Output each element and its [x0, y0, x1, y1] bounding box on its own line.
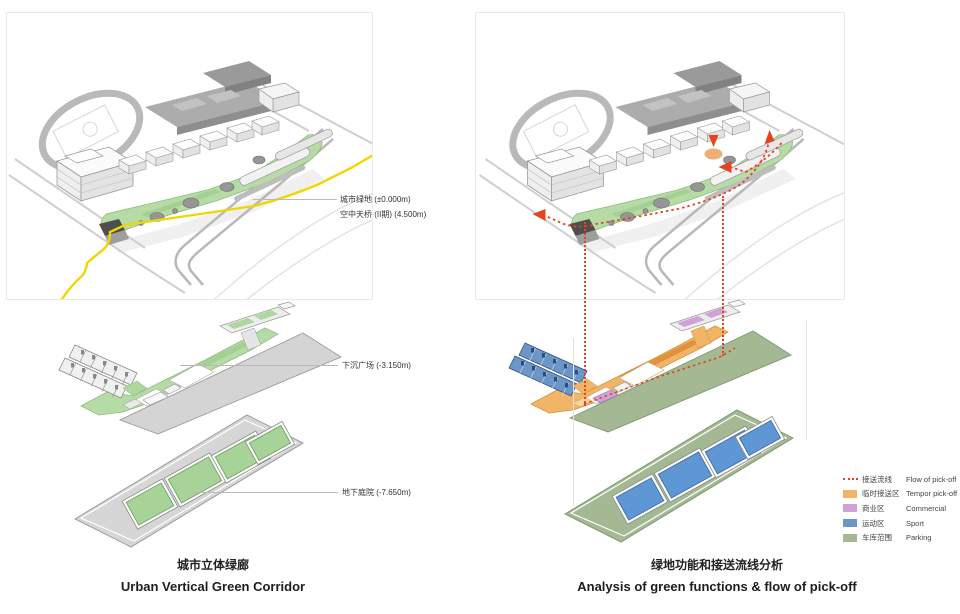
annotation-sky-bridge-line2: 空中天桥 (II期) (4.500m): [340, 210, 427, 219]
tree-canopies: [608, 155, 736, 226]
plaza-entrance: [99, 219, 129, 245]
legend-swatch-flow-dotted-line: [843, 478, 858, 481]
parking-extent-slab: [568, 330, 792, 433]
legend-row-sport: 运动区 Sport: [843, 516, 957, 531]
sport-courts-blue: [611, 415, 786, 525]
slab-rim: [79, 419, 298, 542]
leader-green-level: [253, 199, 337, 200]
tower-row: [588, 115, 751, 175]
annotation-sunken-plaza: 下沉广场 (-3.150m): [342, 361, 411, 370]
tower-row: [118, 115, 280, 175]
flow-lines: [543, 140, 783, 228]
legend-row-commercial: 商业区 Commercial: [843, 501, 957, 516]
sport-strips-blue: [508, 342, 598, 397]
pickoff-zone-orange: [530, 325, 729, 414]
dropoff-spot: [704, 148, 723, 160]
parking-strips: [58, 344, 148, 399]
left-title-zh: 城市立体绿廊: [176, 558, 249, 572]
school-building: [56, 146, 134, 202]
legend-label-en: Commercial: [906, 503, 947, 513]
slab-rim: [569, 414, 788, 537]
legend-label-en: Flow of pick-off: [906, 474, 957, 484]
legend-label-zh: 商业区: [862, 503, 885, 513]
site-axon-right: [478, 61, 844, 299]
wireframe-line: [573, 338, 574, 506]
sky-bridge-platforms: [234, 128, 333, 202]
legend-label-zh: 接送流线: [862, 474, 892, 484]
top-building-strip: [219, 301, 296, 351]
legend-label-zh: 运动区: [862, 518, 885, 528]
legend-row-parking: 车库范围 Parking: [843, 530, 957, 545]
annotation-green-level: 城市绿地 (±0.000m) 空中天桥 (II期) (4.500m): [340, 192, 426, 222]
right-title-en: Analysis of green functions & flow of pi…: [577, 579, 857, 594]
leader-underground-courtyard: [190, 492, 338, 493]
legend-label-zh: 车库范围: [862, 533, 892, 543]
legend: 接送流线 Flow of pick-off 临时接送区 Tempor pick-…: [843, 472, 957, 545]
annotation-underground-courtyard: 地下庭院 (-7.650m): [342, 488, 411, 497]
sunken-plaza-plan-left: [58, 301, 342, 435]
right-title-zh: 绿地功能和接送流线分析: [650, 558, 783, 572]
function-zoning-plan: [508, 299, 792, 433]
flow-arrowheads: [532, 130, 775, 221]
flow-connector-right: [722, 196, 724, 356]
annotation-green-level-line1: 城市绿地 (±0.000m): [340, 195, 411, 204]
legend-swatch-sport: [843, 519, 857, 528]
plaza-slab: [118, 332, 342, 435]
wireframe-line: [806, 320, 807, 440]
legend-row-flow: 接送流线 Flow of pick-off: [843, 472, 957, 487]
flow-connector-left: [584, 222, 586, 406]
legend-swatch-parking: [843, 533, 857, 542]
legend-label-zh: 临时接送区: [862, 489, 900, 499]
school-mass: [615, 61, 771, 135]
leader-sunken-plaza: [180, 365, 338, 366]
legend-label-en: Tempor pick-off: [906, 489, 958, 499]
sky-bridge-platforms: [704, 128, 804, 202]
site-axon-frame-right: [475, 12, 845, 300]
yellow-route: [60, 154, 372, 299]
left-title-en: Urban Vertical Green Corridor: [120, 579, 306, 594]
school-building: [526, 146, 605, 202]
legend-swatch-commercial: [843, 504, 857, 513]
legend-swatch-tempor: [843, 489, 857, 498]
plaza-entrance: [569, 219, 600, 245]
legend-label-en: Parking: [906, 533, 932, 543]
tree-canopies: [138, 155, 266, 226]
legend-row-tempor: 临时接送区 Tempor pick-off: [843, 487, 957, 502]
site-axon-frame-left: [6, 12, 373, 300]
underground-courtyard-plan: [73, 414, 305, 548]
legend-label-en: Sport: [906, 518, 924, 528]
school-mass: [145, 61, 300, 135]
green-courtyards: [121, 420, 296, 530]
site-axon-left: [8, 61, 372, 299]
parking-level-plan: [563, 409, 795, 543]
kiosks: [142, 383, 182, 406]
